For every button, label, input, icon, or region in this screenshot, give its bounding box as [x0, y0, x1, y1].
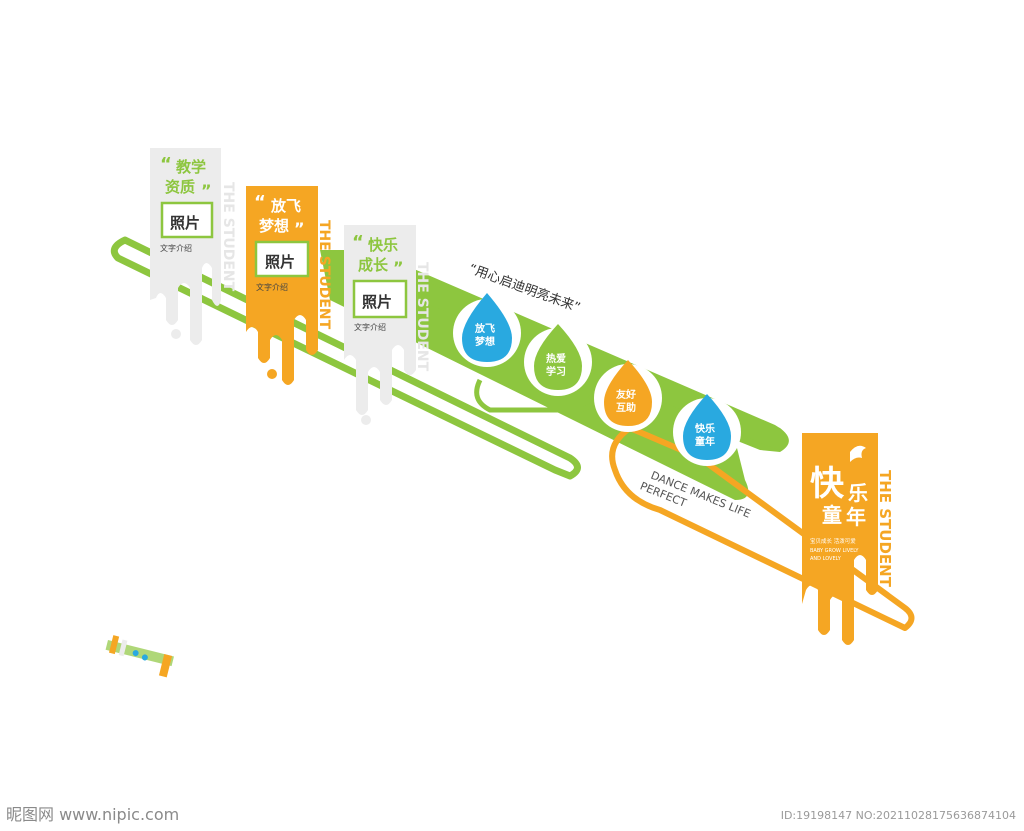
panel-title-line1: 教学 [175, 158, 206, 176]
panel-caption: 文字介绍 [160, 243, 192, 253]
panel-side-text: THE STUDENT [316, 220, 332, 330]
quote-close-icon: ” [294, 219, 305, 238]
drop-label-line2: 互助 [616, 401, 636, 414]
panel-caption: 文字介绍 [256, 282, 288, 292]
panel-side-text: THE STUDENT [414, 262, 430, 372]
drop-label-line1: 快乐 [694, 422, 715, 435]
photo-placeholder-label: 照片 [170, 214, 200, 232]
drop-label-line1: 放飞 [474, 322, 495, 335]
drop-study: 热爱 学习 [524, 324, 592, 396]
watermark-left: 昵图网 www.nipic.com [6, 805, 180, 824]
quote-close-icon: ” [201, 181, 212, 200]
bird-icon [850, 445, 866, 462]
quote-open-icon: “ [254, 192, 266, 213]
big-char-4: 年 [846, 505, 866, 529]
quote-close-icon: ” [393, 258, 404, 277]
big-panel-sub1: 宝贝成长 活泼可爱 [810, 537, 856, 545]
panel-title-line2: 成长 [358, 256, 389, 274]
drop-label-line1: 热爱 [546, 352, 566, 365]
drop-label-line2: 童年 [695, 435, 715, 448]
panel-title-line2: 资质 [165, 178, 195, 196]
panel-title-line1: 快乐 [368, 236, 398, 254]
panel-side-text: THE STUDENT [220, 182, 236, 292]
panel-title-line1: 放飞 [270, 197, 301, 215]
white-outline-band [474, 378, 596, 413]
panel-teaching: “ 教学 资质 ” 照片 文字介绍 THE STUDENT [150, 148, 236, 345]
big-panel-sub2: BABY GROW LIVELY [810, 548, 859, 554]
panel-title-line2: 梦想 [259, 217, 289, 235]
drop-friendly: 友好 互助 [594, 360, 662, 432]
panel-growth: “ 快乐 成长 ” 照片 文字介绍 THE STUDENT [344, 225, 430, 425]
panel-dream: “ 放飞 梦想 ” 照片 文字介绍 THE STUDENT [246, 186, 332, 385]
big-char-1: 快 [810, 464, 845, 504]
panel-happy-childhood: 快 乐 童 年 宝贝成长 活泼可爱 BABY GROW LIVELY AND L… [802, 433, 894, 645]
quote-open-icon: “ [160, 154, 172, 175]
thumbnail-preview [105, 635, 174, 678]
photo-placeholder-label: 照片 [265, 253, 295, 271]
drop-label-line1: 友好 [616, 388, 636, 401]
green-outline-band [110, 236, 581, 480]
watermark-right: ID:19198147 NO:20211028175636874104 [780, 809, 1016, 822]
photo-placeholder-label: 照片 [362, 293, 392, 311]
big-panel-sub3: AND LOVELY [810, 556, 842, 562]
big-char-2: 乐 [848, 481, 868, 505]
drop-label-line2: 梦想 [475, 335, 495, 348]
big-char-3: 童 [822, 503, 842, 527]
drop-dream: 放飞 梦想 [453, 293, 521, 367]
drop-childhood: 快乐 童年 [673, 394, 741, 466]
orange-outline-band [609, 425, 915, 631]
drop-label-line2: 学习 [546, 365, 566, 378]
panel-caption: 文字介绍 [354, 322, 386, 332]
panel-side-text: THE STUDENT [876, 470, 894, 588]
quote-open-icon: “ [352, 232, 364, 253]
